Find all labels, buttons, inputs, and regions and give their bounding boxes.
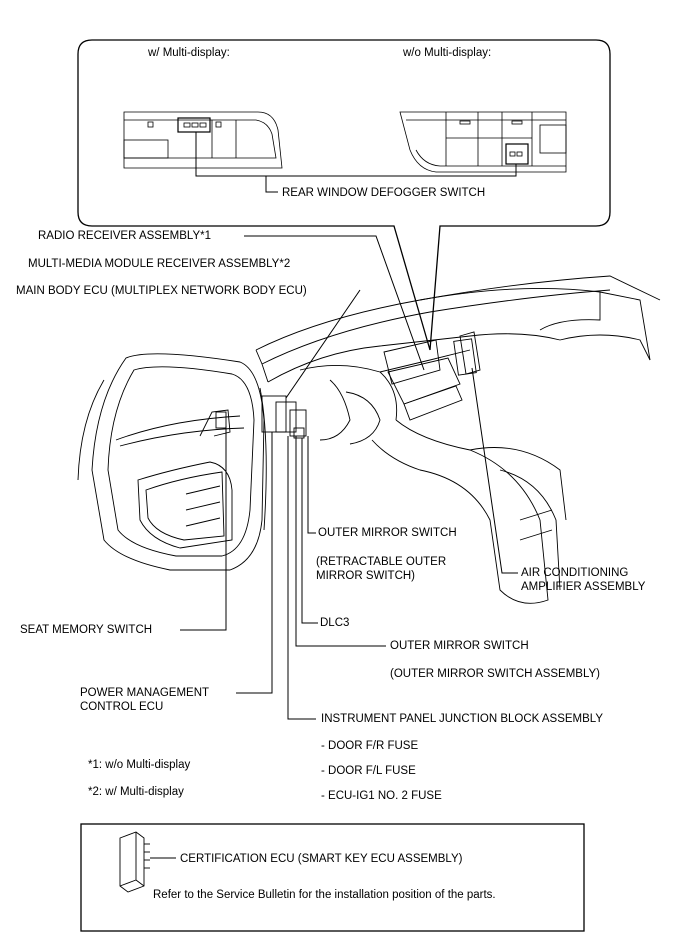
retractable-mirror-switch-label-1: (RETRACTABLE OUTER — [316, 556, 447, 568]
radio-receiver-label: RADIO RECEIVER ASSEMBLY*1 — [38, 230, 211, 242]
outer-mirror-switch-label-2: OUTER MIRROR SWITCH — [390, 640, 529, 652]
seat-memory-switch-label: SEAT MEMORY SWITCH — [20, 624, 153, 636]
outer-mirror-switch-assembly-label: (OUTER MIRROR SWITCH ASSEMBLY) — [390, 668, 600, 680]
rear-window-defogger-switch-label: REAR WINDOW DEFOGGER SWITCH — [282, 187, 486, 199]
without-multi-display-label: w/o Multi-display: — [403, 47, 492, 59]
defogger-leader — [195, 132, 517, 193]
bottom-note-box — [80, 823, 585, 932]
leader-lines — [180, 235, 518, 720]
leader-outer-mirror-switch-retractable — [307, 436, 316, 534]
refer-service-bulletin-text: Refer to the Service Bulletin for the in… — [153, 889, 496, 901]
leader-power-management — [236, 432, 273, 694]
inset-callout-box — [77, 39, 611, 351]
main-body-ecu-label: MAIN BODY ECU (MULTIPLEX NETWORK BODY EC… — [16, 285, 307, 297]
retractable-mirror-switch-label-2: MIRROR SWITCH) — [316, 570, 416, 582]
fuse-door-fr-label: - DOOR F/R FUSE — [321, 740, 419, 752]
leader-outer-mirror-switch — [295, 436, 386, 647]
with-multi-display-label: w/ Multi-display: — [148, 47, 230, 59]
outer-mirror-switch-label-1: OUTER MIRROR SWITCH — [318, 527, 457, 539]
instrument-panel-jb-label: INSTRUMENT PANEL JUNCTION BLOCK ASSEMBLY — [321, 713, 604, 725]
leader-dlc3 — [301, 438, 318, 624]
leader-instrument-panel-jb — [287, 436, 316, 720]
leader-seat-memory — [180, 426, 227, 631]
certification-ecu-icon — [119, 831, 176, 893]
fuse-door-fl-label: - DOOR F/L FUSE — [321, 765, 416, 777]
leader-main-body-ecu — [285, 289, 361, 399]
footnote-2: *2: w/ Multi-display — [88, 786, 184, 798]
air-conditioning-label-2: AMPLIFIER ASSEMBLY — [521, 581, 646, 593]
power-management-label-1: POWER MANAGEMENT — [80, 687, 210, 699]
fuse-ecu-ig1-label: - ECU-IG1 NO. 2 FUSE — [321, 790, 442, 802]
power-management-label-2: CONTROL ECU — [80, 701, 164, 713]
dlc3-label: DLC3 — [320, 617, 350, 629]
leader-radio-receiver — [244, 235, 425, 371]
console-without-display — [399, 111, 567, 173]
leader-air-conditioning — [471, 367, 518, 574]
interior-drawing — [77, 275, 661, 604]
certification-ecu-label: CERTIFICATION ECU (SMART KEY ECU ASSEMBL… — [180, 853, 463, 865]
footnote-1: *1: w/o Multi-display — [88, 759, 191, 771]
multimedia-receiver-label: MULTI-MEDIA MODULE RECEIVER ASSEMBLY*2 — [28, 258, 291, 270]
console-with-display — [123, 111, 283, 169]
air-conditioning-label-1: AIR CONDITIONING — [521, 567, 629, 579]
